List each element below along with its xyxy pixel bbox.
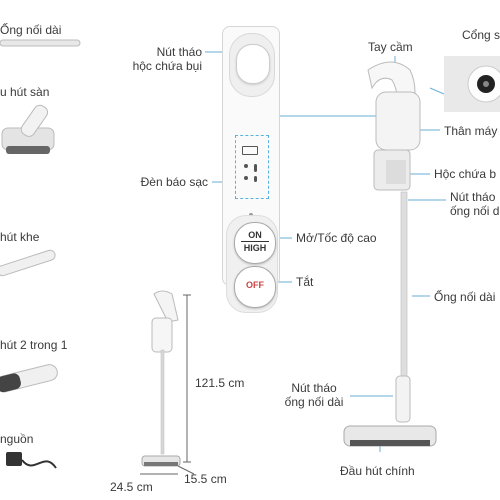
on-high-button: ON HIGH (234, 222, 276, 264)
label-long-tube-top: Ống nối dài (0, 23, 62, 37)
indicator-bar (254, 164, 257, 172)
label-crevice: hút khe (0, 230, 40, 244)
label-tube-release-right: Nút tháo ống nối d (450, 190, 500, 218)
power-buttons-group: ON HIGH OFF (226, 215, 278, 313)
label-dust-release: Nút tháo hộc chứa bụi (132, 45, 202, 73)
long-tube-accessory (0, 39, 81, 47)
crevice-tool-accessory (0, 249, 56, 277)
indicator-bar (254, 176, 257, 182)
on-label: ON (248, 230, 262, 240)
label-two-in-one: hút 2 trong 1 (0, 338, 68, 352)
label-on-high: Mở/Tốc độ cao (296, 231, 377, 245)
label-floor-head: u hút sàn (0, 85, 50, 99)
label-port: Cổng s (462, 28, 500, 42)
high-label: HIGH (241, 241, 269, 253)
label-tube-release-bottom: Nút tháo ống nối dài (284, 381, 344, 409)
dust-release-knob (236, 44, 270, 84)
dim-depth-line (177, 465, 195, 475)
label-long-tube-right: Ống nối dài (434, 290, 496, 304)
label-charge-light: Đèn báo sạc (140, 175, 208, 189)
floor-head-accessory (1, 104, 55, 154)
large-vacuum-figure (343, 61, 437, 447)
label-main-head: Đầu hút chính (340, 464, 415, 478)
control-panel: ON HIGH OFF (222, 26, 280, 313)
charge-indicator-box (235, 135, 269, 199)
off-button: OFF (234, 266, 276, 308)
battery-icon (242, 146, 258, 155)
label-off: Tắt (296, 275, 314, 289)
small-vacuum-figure (141, 290, 181, 467)
label-depth: 15.5 cm (184, 472, 227, 486)
charger-accessory (6, 452, 57, 469)
label-handle: Tay cầm (368, 40, 413, 54)
label-power: nguồn (0, 432, 34, 446)
line-port (429, 87, 445, 95)
indicator-dot (244, 176, 248, 180)
dust-release-button (229, 33, 275, 97)
label-height: 121.5 cm (195, 376, 245, 390)
indicator-dot (244, 164, 248, 168)
off-label: OFF (246, 280, 264, 290)
label-width: 24.5 cm (110, 480, 153, 494)
port-inset (444, 56, 500, 112)
label-dust-box: Hộc chứa b (434, 167, 497, 181)
label-body: Thân máy (444, 124, 498, 138)
two-in-one-accessory (0, 364, 58, 393)
